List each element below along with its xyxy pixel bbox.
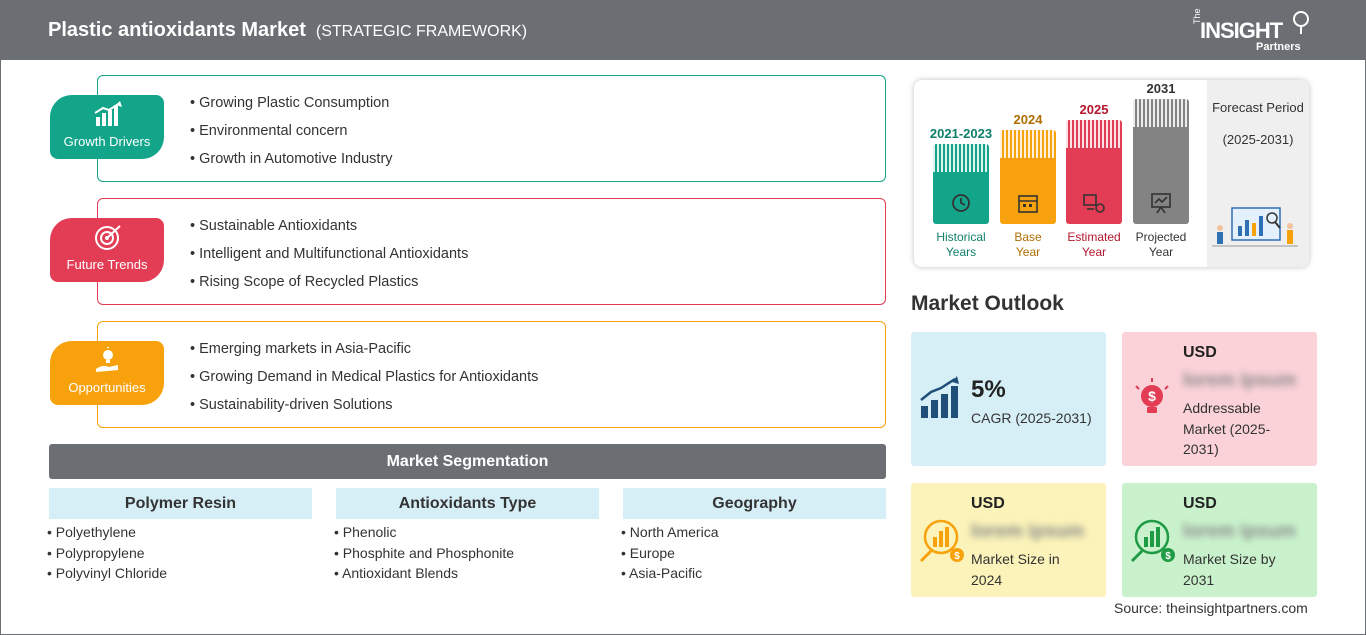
list-item: • Sustainability-driven Solutions [190, 397, 393, 413]
list-item: • North America [621, 524, 719, 540]
list-item: • Intelligent and Multifunctional Antiox… [190, 246, 469, 262]
addressable-label: Addressable Market (2025- 2031) [1183, 400, 1271, 457]
growth-drivers-box [97, 75, 886, 182]
list-item: • Sustainable Antioxidants [190, 218, 358, 234]
target-icon [95, 225, 121, 250]
size-2031-label: Market Size by 2031 [1183, 551, 1276, 588]
size-2024-label: Market Size in 2024 [971, 551, 1060, 588]
future-trends-label: Future Trends [66, 257, 148, 272]
segment-heading-geography: Geography [623, 488, 886, 519]
growth-drivers-badge: Growth Drivers [50, 95, 164, 159]
dollar-bulb-icon: $ [1135, 378, 1169, 413]
title-text: Plastic antioxidants Market [48, 19, 306, 41]
addressable-market-card: $ USD lorem ipsum Addressable Market (20… [1122, 332, 1317, 466]
title-subtitle: (STRATEGIC FRAMEWORK) [315, 23, 528, 40]
cagr-value: 5% [971, 376, 1006, 403]
lightbulb-hand-icon [96, 347, 118, 372]
timeline-bar-2 [1066, 120, 1122, 224]
list-item: • Polypropylene [47, 544, 145, 561]
timeline-bar-3 [1133, 99, 1189, 224]
timeline-bar-0 [933, 144, 989, 224]
logo-main: INSIGHT [1200, 18, 1283, 43]
forecast-range: (2025-2031) [1222, 132, 1294, 147]
source-note: Source: theinsightpartners.com [1114, 600, 1308, 616]
list-item: • Growth in Automotive Industry [190, 151, 393, 167]
list-item: • Asia-Pacific [621, 565, 703, 581]
svg-text:$: $ [1148, 388, 1156, 404]
future-trends-box [97, 198, 886, 305]
timeline-year-2: 2025 [1079, 102, 1109, 117]
size-2024-value: lorem ipsum [971, 521, 1084, 542]
market-size-2031-card: $ USD lorem ipsum Market Size by 2031 [1122, 483, 1317, 597]
list-item: • Phenolic [334, 524, 397, 540]
list-item: • Growing Plastic Consumption [190, 95, 390, 111]
market-size-2024-card: $ USD lorem ipsum Market Size in 2024 [911, 483, 1106, 597]
growth-drivers-label: Growth Drivers [63, 134, 151, 149]
timeline-year-3: 2031 [1146, 81, 1176, 96]
svg-text:$: $ [954, 551, 960, 562]
list-item: • Europe [621, 544, 675, 561]
estimate-icon [1083, 194, 1105, 213]
addressable-currency: USD [1183, 344, 1217, 361]
opportunities-box [97, 321, 886, 428]
logo-partners: Partners [1256, 41, 1301, 53]
header-bar: Plastic antioxidants Market (STRATEGIC FR… [0, 0, 1366, 60]
segment-list-polymer-resin: • Polyethylene • Polypropylene • Polyvin… [47, 524, 167, 586]
opportunities-badge: Opportunities [50, 341, 164, 405]
opportunities-list: • Emerging markets in Asia-Pacific • Gro… [190, 341, 538, 425]
segment-list-antioxidants-type: • Phenolic • Phosphite and Phosphonite •… [334, 524, 514, 586]
growth-drivers-list: • Growing Plastic Consumption • Environm… [190, 95, 393, 179]
page-title: Plastic antioxidants Market (STRATEGIC FR… [48, 19, 527, 42]
segment-heading-polymer-resin: Polymer Resin [49, 488, 312, 519]
future-trends-badge: Future Trends [50, 218, 164, 282]
money-chart-icon: $ [1130, 519, 1175, 563]
timeline-year-0: 2021-2023 [929, 126, 993, 141]
list-item: • Rising Scope of Recycled Plastics [190, 274, 419, 290]
list-item: • Phosphite and Phosphonite [334, 544, 515, 561]
future-trends-list: • Sustainable Antioxidants • Intelligent… [190, 218, 468, 302]
segment-heading-antioxidants-type: Antioxidants Type [336, 488, 599, 519]
segment-list-geography: • North America • Europe • Asia-Pacific [621, 524, 719, 586]
analytics-people-icon [1212, 207, 1298, 247]
calendar-icon [1018, 195, 1038, 213]
size-2031-value: lorem ipsum [1183, 521, 1296, 542]
cagr-label: CAGR (2025-2031) [971, 410, 1092, 426]
growth-bars-icon [920, 376, 959, 418]
history-icon [952, 194, 970, 212]
list-item: • Polyethylene [47, 524, 136, 540]
market-outlook-title: Market Outlook [911, 292, 1064, 315]
addressable-value: lorem ipsum [1183, 370, 1296, 391]
cagr-card: 5% CAGR (2025-2031) [911, 332, 1106, 466]
list-item: • Environmental concern [190, 123, 348, 139]
insight-partners-logo: The INSIGHT Partners [1190, 8, 1320, 54]
market-segmentation-title: Market Segmentation [49, 444, 886, 479]
list-item: • Growing Demand in Medical Plastics for… [190, 369, 539, 385]
logo-lightbulb-icon [1293, 11, 1309, 34]
size-2024-currency: USD [971, 495, 1005, 512]
chart-growth-icon [94, 101, 122, 126]
size-2031-currency: USD [1183, 495, 1217, 512]
forecast-title: Forecast Period [1212, 100, 1304, 115]
svg-text:$: $ [1165, 551, 1171, 562]
presentation-icon [1151, 193, 1171, 214]
list-item: • Antioxidant Blends [334, 565, 458, 581]
list-item: • Emerging markets in Asia-Pacific [190, 341, 412, 357]
timeline-year-1: 2024 [1013, 112, 1043, 127]
opportunities-label: Opportunities [68, 380, 146, 395]
list-item: • Polyvinyl Chloride [47, 565, 168, 581]
money-chart-icon: $ [919, 519, 964, 563]
timeline-bar-1 [1000, 130, 1056, 224]
